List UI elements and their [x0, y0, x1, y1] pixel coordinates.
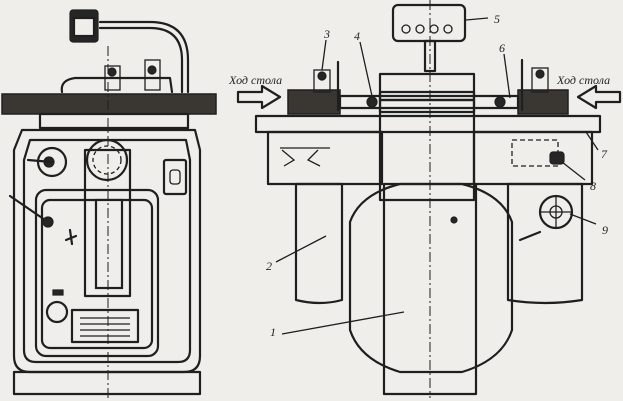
- control-pendant: [391, 3, 467, 43]
- leader-2: [275, 235, 327, 263]
- leader-4: [359, 41, 373, 97]
- switch-box: [162, 158, 188, 196]
- worktable: [38, 112, 190, 130]
- front-view: [236, 0, 622, 398]
- vent-grille: [70, 308, 140, 344]
- spindle-circle: [85, 138, 129, 182]
- motor-face: [72, 16, 96, 38]
- body-bolt: [450, 216, 458, 224]
- feed-lever: [8, 194, 50, 224]
- knee-slide: [83, 148, 132, 298]
- leader-1: [281, 311, 405, 335]
- workpiece-left: [287, 89, 341, 115]
- spindle-shaft: [338, 94, 520, 110]
- callout-3: 3: [324, 27, 330, 41]
- table-travel-arrow-right: [576, 84, 622, 110]
- leader-8: [561, 161, 586, 181]
- vise-jaw-right: [144, 59, 161, 91]
- callout-2: 2: [266, 259, 272, 273]
- callout-9: 9: [602, 223, 608, 237]
- table-travel-arrow-left: [236, 84, 282, 110]
- leader-5: [465, 17, 489, 21]
- cutter-left: [366, 96, 378, 108]
- base-button: [45, 300, 69, 324]
- column-left-leg: [294, 182, 344, 305]
- pendant-button-3: [429, 24, 439, 34]
- table-travel-label-left: Ход стола: [229, 73, 283, 87]
- carriage-left: [266, 130, 384, 186]
- callout-6: 6: [499, 41, 505, 55]
- lock-handle: [64, 228, 78, 246]
- callout-1: 1: [270, 325, 276, 339]
- cutter-right: [494, 96, 506, 108]
- side-view: [1, 9, 217, 398]
- knee-slide-gib: [94, 198, 124, 290]
- leader-9: [569, 213, 597, 225]
- overhead-arm: [98, 26, 184, 94]
- leader-6: [503, 53, 511, 99]
- front-table: [254, 114, 602, 134]
- pendant-button-4: [443, 24, 453, 34]
- switch-button: [169, 169, 181, 185]
- leader-3: [321, 39, 327, 71]
- central-column: [378, 98, 476, 202]
- overhead-arm-outer: [98, 20, 190, 94]
- motor-body: [348, 182, 514, 374]
- workpiece-board: [1, 93, 217, 115]
- pendant-button-1: [401, 24, 411, 34]
- callout-7: 7: [601, 147, 607, 161]
- clamp-knob-right: [147, 65, 157, 75]
- workpiece-right: [517, 89, 569, 115]
- speed-dial: [36, 146, 68, 178]
- carriage-clamps: [281, 149, 321, 167]
- column-window: [34, 188, 160, 358]
- base-plinth: [12, 370, 202, 396]
- callout-4: 4: [354, 29, 360, 43]
- arbor-support: [60, 76, 174, 94]
- callout-8: 8: [590, 179, 596, 193]
- feed-handle-8: [549, 151, 565, 165]
- leader-7: [585, 131, 599, 151]
- vise-jaw-left: [104, 65, 121, 91]
- clamp-right: [531, 67, 549, 93]
- feed-lever-knob: [42, 216, 54, 228]
- spindle-circle-inner: [92, 145, 122, 175]
- table-travel-label-right: Ход стола: [557, 73, 611, 87]
- machine-column-inner: [22, 138, 192, 364]
- pendant-button-2: [415, 24, 425, 34]
- column-right-leg: [506, 182, 584, 305]
- speed-dial-pointer: [26, 158, 54, 164]
- callout-5: 5: [494, 12, 500, 26]
- lock-lever: [518, 230, 542, 242]
- indicator-lamp: [52, 289, 64, 296]
- clamp-knob-left: [107, 67, 117, 77]
